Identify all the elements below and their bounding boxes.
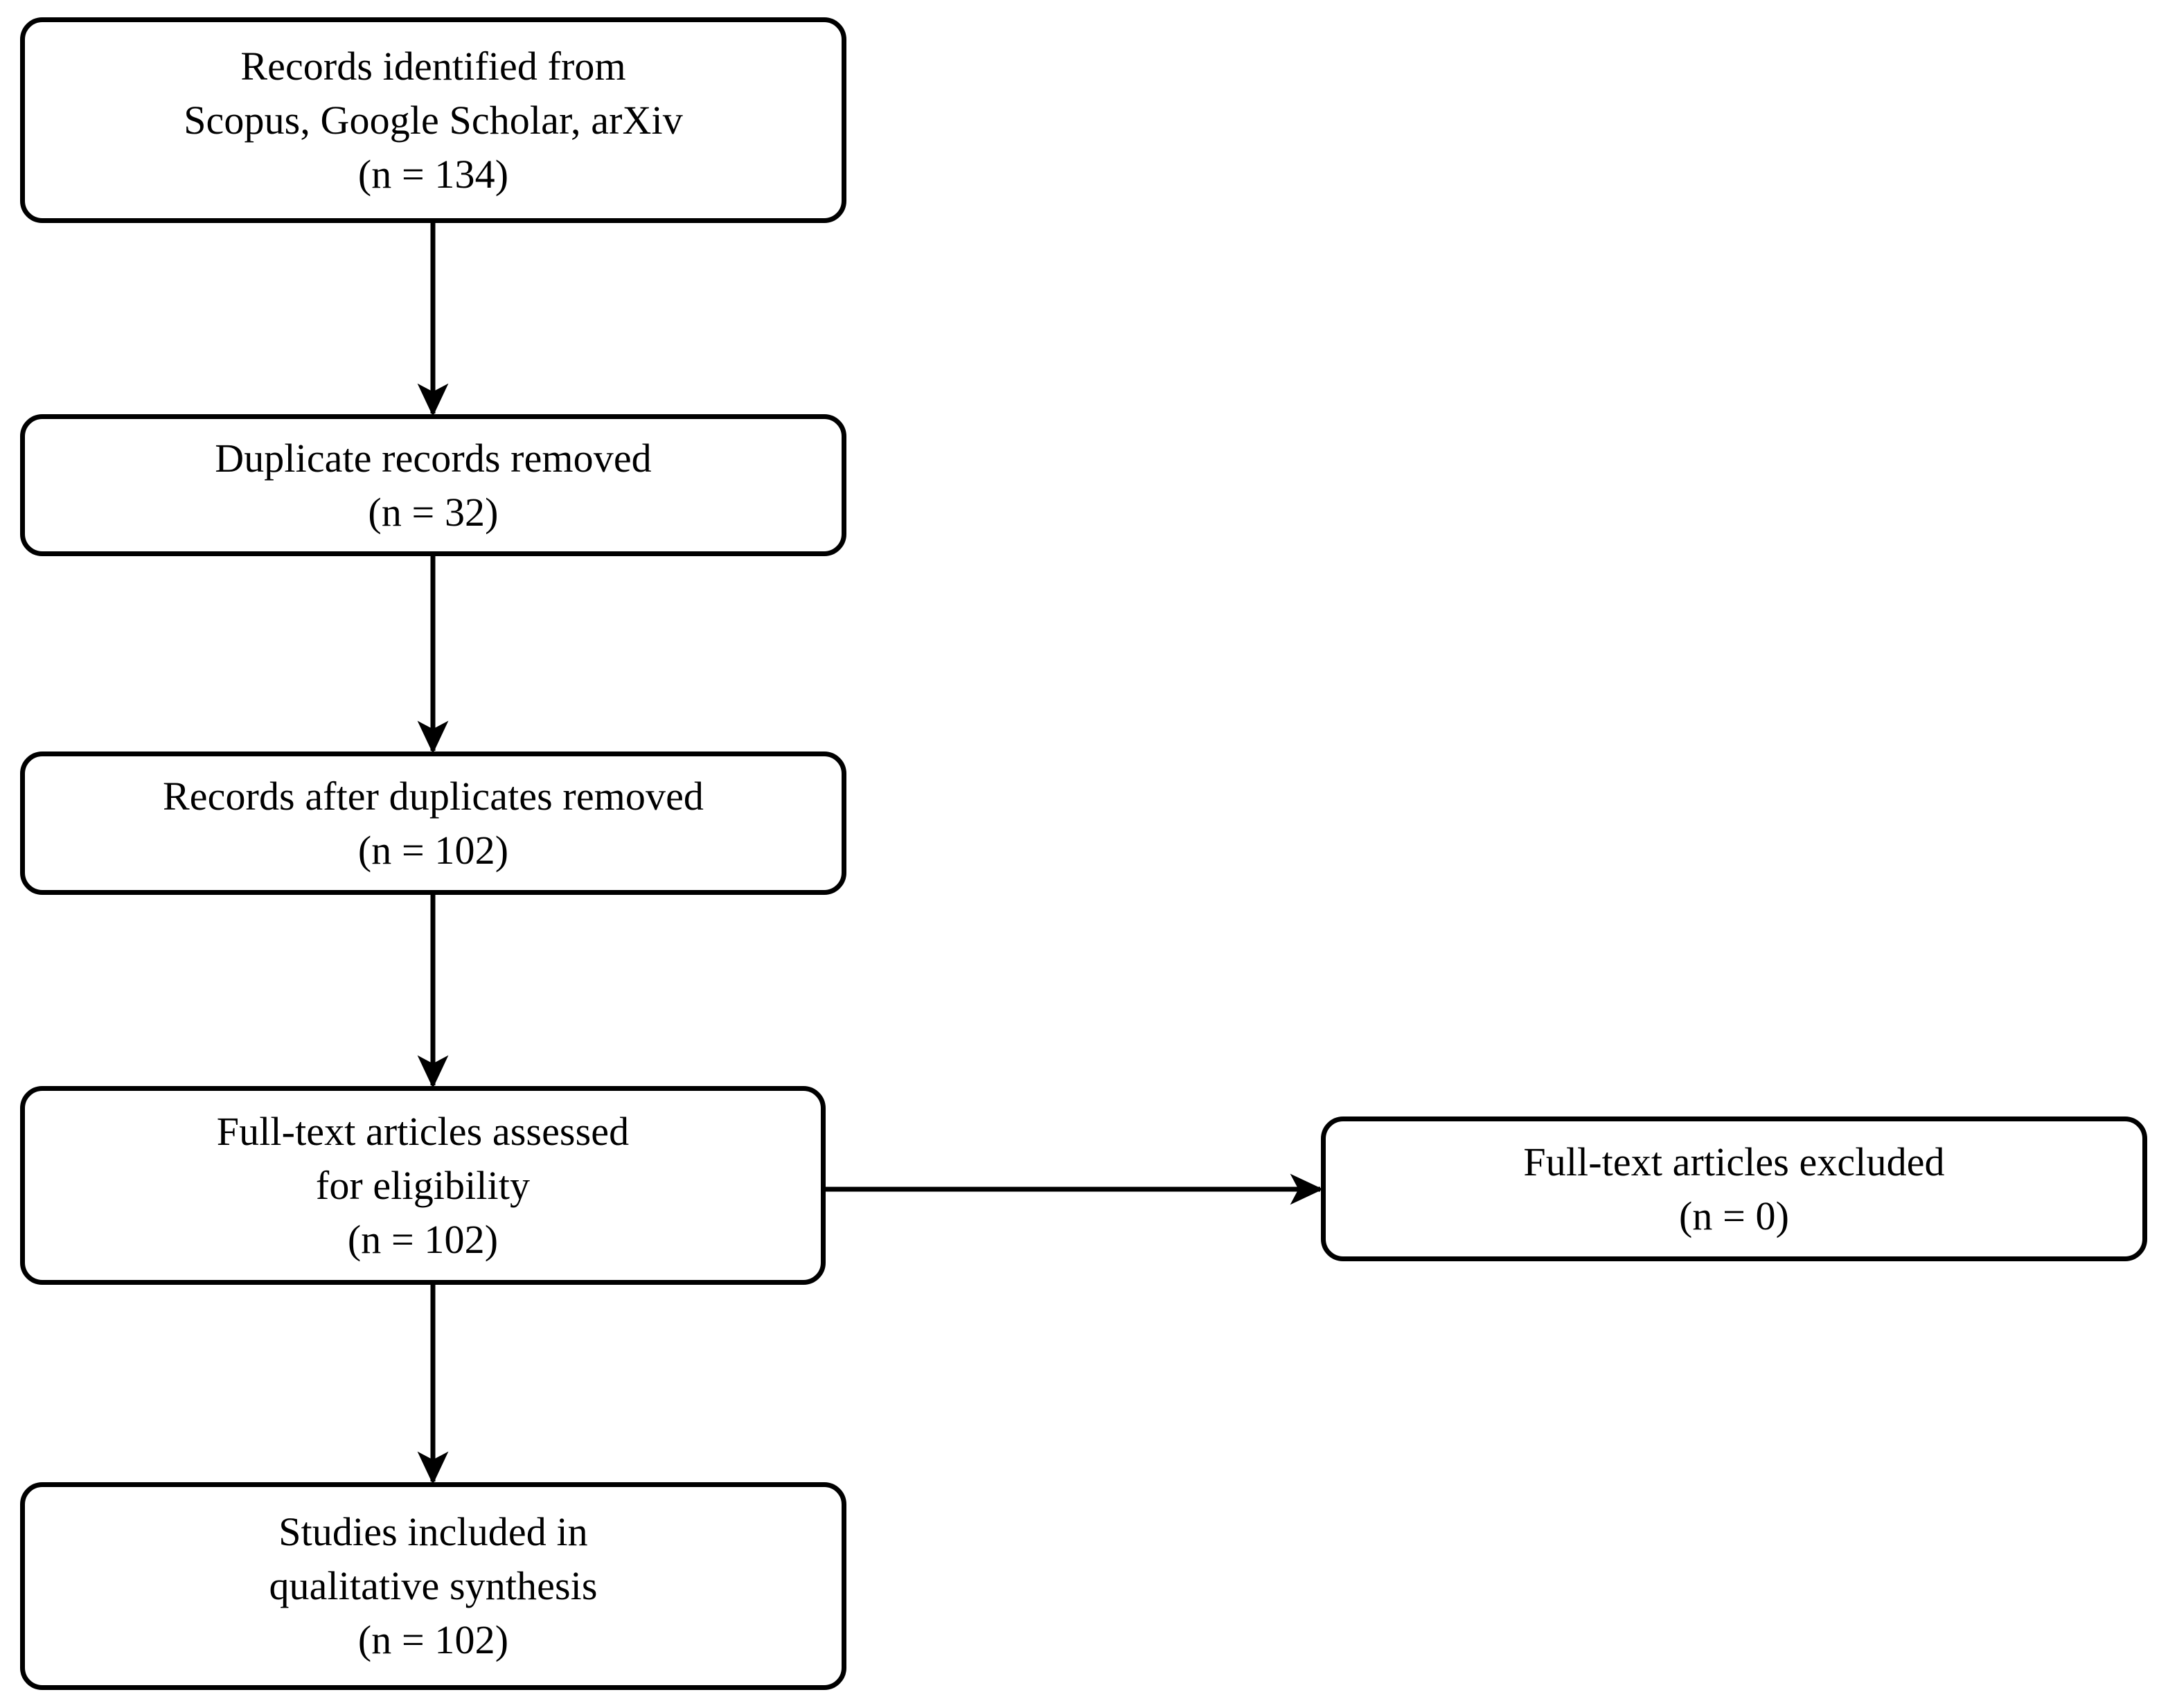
- node-line: Duplicate records removed: [215, 435, 652, 481]
- node-count-line: (n = 0): [1678, 1193, 1790, 1238]
- node-line: qualitative synthesis: [269, 1563, 598, 1608]
- node-count-line: (n = 32): [368, 489, 499, 535]
- duplicate-records-removed-box: Duplicate records removed (n = 32): [20, 414, 846, 556]
- node-line: Records after duplicates removed: [162, 773, 704, 819]
- fulltext-assessed-box: Full-text articles assessed for eligibil…: [20, 1086, 826, 1285]
- node-count-line: (n = 134): [357, 151, 509, 197]
- node-line: Records identified from: [240, 43, 626, 89]
- studies-included-box: Studies included in qualitative synthesi…: [20, 1482, 846, 1690]
- node-line: for eligibility: [315, 1162, 531, 1208]
- node-count-line: (n = 102): [357, 1617, 509, 1662]
- records-identified-box: Records identified from Scopus, Google S…: [20, 17, 846, 223]
- node-count-line: (n = 102): [347, 1216, 499, 1262]
- node-count-line: (n = 102): [357, 827, 509, 873]
- fulltext-excluded-box: Full-text articles excluded (n = 0): [1321, 1117, 2147, 1261]
- records-after-duplicates-box: Records after duplicates removed (n = 10…: [20, 751, 846, 895]
- node-line: Full-text articles excluded: [1523, 1139, 1945, 1184]
- node-line: Studies included in: [278, 1509, 588, 1554]
- node-line: Scopus, Google Scholar, arXiv: [184, 97, 683, 143]
- node-line: Full-text articles assessed: [216, 1108, 630, 1154]
